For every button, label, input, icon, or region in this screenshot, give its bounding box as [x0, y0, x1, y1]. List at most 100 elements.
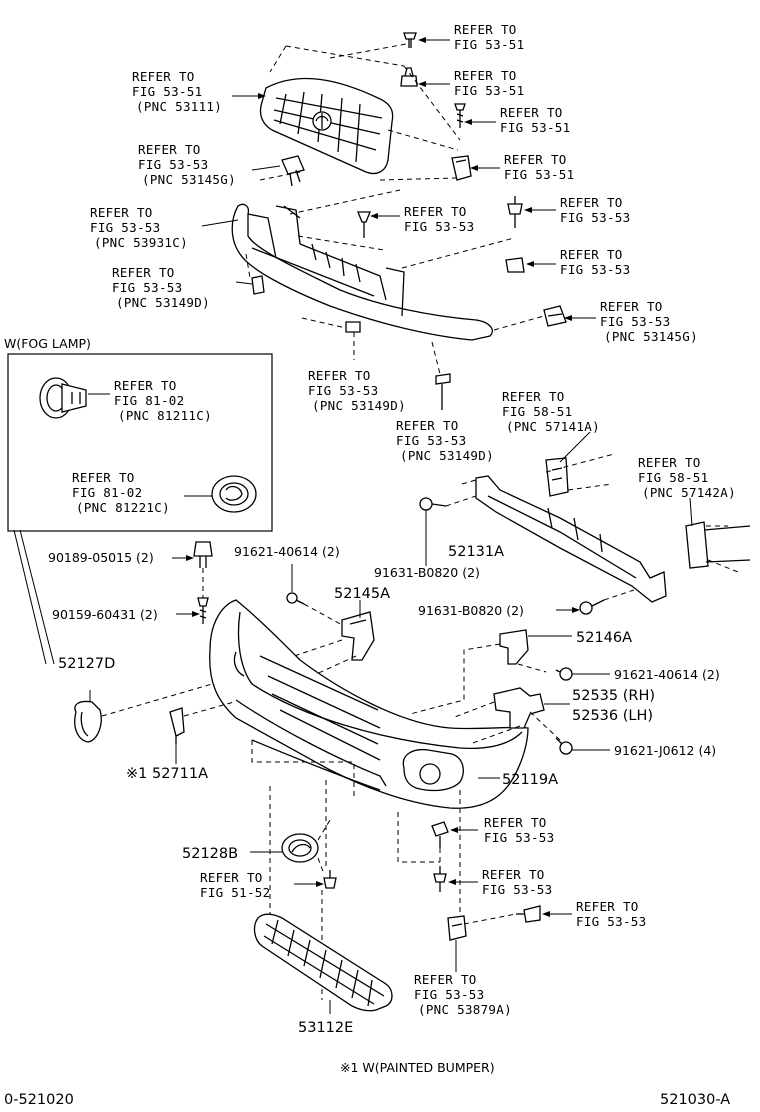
ref-retainer-screw-1: REFER TO — [560, 195, 623, 210]
ref-retainer-clip-2: FIG 53-53 — [404, 219, 474, 234]
ref-lower-bracket-b-2: FIG 53-53 — [396, 433, 466, 448]
ref-right-clip-3: (PNC 53145G) — [604, 329, 698, 344]
part-52119a: 52119A — [502, 772, 558, 788]
ref-reinf-bracket-r-1: REFER TO — [638, 455, 701, 470]
emblem-52128b — [281, 833, 319, 863]
part-90189-05015: 90189-05015 (2) — [48, 550, 154, 565]
ref-grille-clip3-2: FIG 53-51 — [504, 167, 574, 182]
part-52127d: 52127D — [58, 656, 115, 672]
ref-retainer-1: REFER TO — [90, 205, 153, 220]
ref-right-clip-1: REFER TO — [600, 299, 663, 314]
part-52711a: ※1 52711A — [126, 766, 208, 782]
ref-retainer-clip-1: REFER TO — [404, 204, 467, 219]
grille-screw — [454, 103, 466, 128]
ref-fog-lamp-a-2: FIG 81-02 — [114, 393, 184, 408]
ref-bumper-retainer-3: (PNC 53879A) — [418, 1002, 512, 1017]
bumper-clip-1 — [431, 821, 449, 848]
part-52146a: 52146A — [576, 630, 632, 646]
ref-grille-clip3-1: REFER TO — [504, 152, 567, 167]
part-52535-rh: 52535 (RH) — [572, 688, 655, 704]
ref-grille-clip2-1: REFER TO — [454, 68, 517, 83]
part-91621-40614-b: 91621-40614 (2) — [614, 667, 720, 682]
bumper-retainer — [447, 915, 467, 941]
ref-fog-lamp-b-2: FIG 81-02 — [72, 485, 142, 500]
ref-bumper-screw-1: REFER TO — [576, 899, 639, 914]
retainer-nut — [505, 257, 525, 273]
ref-grille-clip-top-2: FIG 53-51 — [454, 37, 524, 52]
part-52536-lh: 52536 (LH) — [572, 708, 653, 724]
bolt-91621-right — [555, 667, 573, 681]
upper-clip-left — [281, 155, 305, 187]
radiator-grille — [259, 77, 394, 175]
ref-retainer-2: FIG 53-53 — [90, 220, 160, 235]
ref-upper-clip-2: FIG 53-53 — [138, 157, 208, 172]
ref-ret-left-bracket-1: REFER TO — [112, 265, 175, 280]
footer-right-code: 521030-A — [660, 1092, 730, 1108]
ref-retainer-nut-2: FIG 53-53 — [560, 262, 630, 277]
ref-upper-clip-1: REFER TO — [138, 142, 201, 157]
ref-bumper-retainer-1: REFER TO — [414, 972, 477, 987]
ref-ret-left-bracket-2: FIG 53-53 — [112, 280, 182, 295]
part-91621-j0612: 91621-J0612 (4) — [614, 743, 716, 758]
retainer-screw — [507, 196, 523, 228]
ref-emblem-screw-2: FIG 51-52 — [200, 885, 270, 900]
fog-lamp-box-title: W(FOG LAMP) — [4, 336, 91, 351]
ref-lower-bracket-b-1: REFER TO — [396, 418, 459, 433]
bracket-52535-52536 — [493, 687, 545, 729]
ref-lower-bracket-a-1: REFER TO — [308, 368, 371, 383]
ref-lower-bracket-a-3: (PNC 53149D) — [312, 398, 406, 413]
bumper-reinforcement — [475, 457, 751, 603]
right-clip — [543, 305, 567, 327]
fog-lamp-b — [211, 475, 257, 513]
bolt-91631-b — [579, 599, 605, 615]
retainer-clip — [357, 211, 371, 238]
grille-clip-top — [403, 32, 417, 48]
ref-bumper-clip1-2: FIG 53-53 — [484, 830, 554, 845]
bolt-91621-j0612 — [555, 737, 573, 755]
ref-retainer-nut-1: REFER TO — [560, 247, 623, 262]
ref-lower-bracket-b-3: (PNC 53149D) — [400, 448, 494, 463]
bracket-52146a — [499, 629, 529, 665]
part-52128b: 52128B — [182, 846, 238, 862]
ref-grille-screw-2: FIG 53-51 — [500, 120, 570, 135]
part-90159-60431: 90159-60431 (2) — [52, 607, 158, 622]
ref-grille-clip-top-1: REFER TO — [454, 22, 517, 37]
ref-retainer-3: (PNC 53931C) — [94, 235, 188, 250]
ref-grille-3: (PNC 53111) — [136, 99, 222, 114]
ref-reinf-bracket-l-3: (PNC 57141A) — [506, 419, 600, 434]
ref-bumper-retainer-2: FIG 53-53 — [414, 987, 484, 1002]
grille-clip-2 — [400, 67, 418, 87]
ref-grille-2: FIG 53-51 — [132, 84, 202, 99]
ref-retainer-screw-2: FIG 53-53 — [560, 210, 630, 225]
ref-upper-clip-3: (PNC 53145G) — [142, 172, 236, 187]
lower-bracket-b — [435, 373, 451, 410]
emblem-screw — [323, 870, 337, 889]
bumper-cover — [209, 599, 529, 809]
ref-fog-lamp-a-3: (PNC 81211C) — [118, 408, 212, 423]
screw-90159 — [197, 597, 209, 624]
bracket-52711a — [169, 707, 185, 744]
fog-cover-52127d — [74, 700, 102, 743]
ref-grille-clip2-2: FIG 53-51 — [454, 83, 524, 98]
part-91631-b0820-b: 91631-B0820 (2) — [418, 603, 524, 618]
fog-lamp-a — [39, 377, 87, 419]
ref-fog-lamp-b-3: (PNC 81221C) — [76, 500, 170, 515]
ref-grille-screw-1: REFER TO — [500, 105, 563, 120]
bumper-upper-retainer — [231, 203, 493, 341]
grille-clip-3 — [451, 155, 472, 181]
clip-90189 — [193, 541, 213, 568]
retainer-left-bracket — [251, 275, 265, 295]
ref-fog-lamp-b-1: REFER TO — [72, 470, 135, 485]
bolt-91631-a — [419, 497, 447, 511]
ref-right-clip-2: FIG 53-53 — [600, 314, 670, 329]
part-91621-40614-a: 91621-40614 (2) — [234, 544, 340, 559]
ref-reinf-bracket-r-2: FIG 58-51 — [638, 470, 708, 485]
ref-bumper-clip2-2: FIG 53-53 — [482, 882, 552, 897]
footnote-painted-bumper: ※1 W(PAINTED BUMPER) — [340, 1060, 495, 1075]
part-52145a: 52145A — [334, 586, 390, 602]
ref-lower-bracket-a-2: FIG 53-53 — [308, 383, 378, 398]
bolt-91621-upper — [286, 592, 305, 605]
ref-bumper-screw-2: FIG 53-53 — [576, 914, 646, 929]
